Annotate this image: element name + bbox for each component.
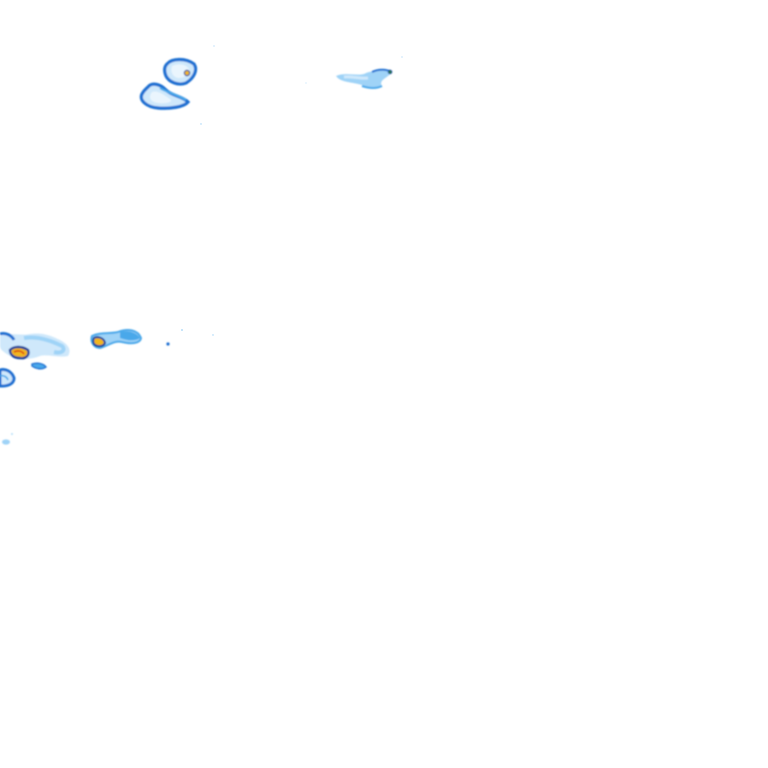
scattered-echoes (181, 45, 403, 336)
cell-west-small (90, 329, 170, 350)
cell-south-west-speck (2, 433, 13, 445)
cell-west-main (0, 332, 70, 370)
cell-west-edge (0, 368, 16, 388)
cell-north-east (336, 68, 393, 89)
cell-north-west (139, 57, 198, 110)
